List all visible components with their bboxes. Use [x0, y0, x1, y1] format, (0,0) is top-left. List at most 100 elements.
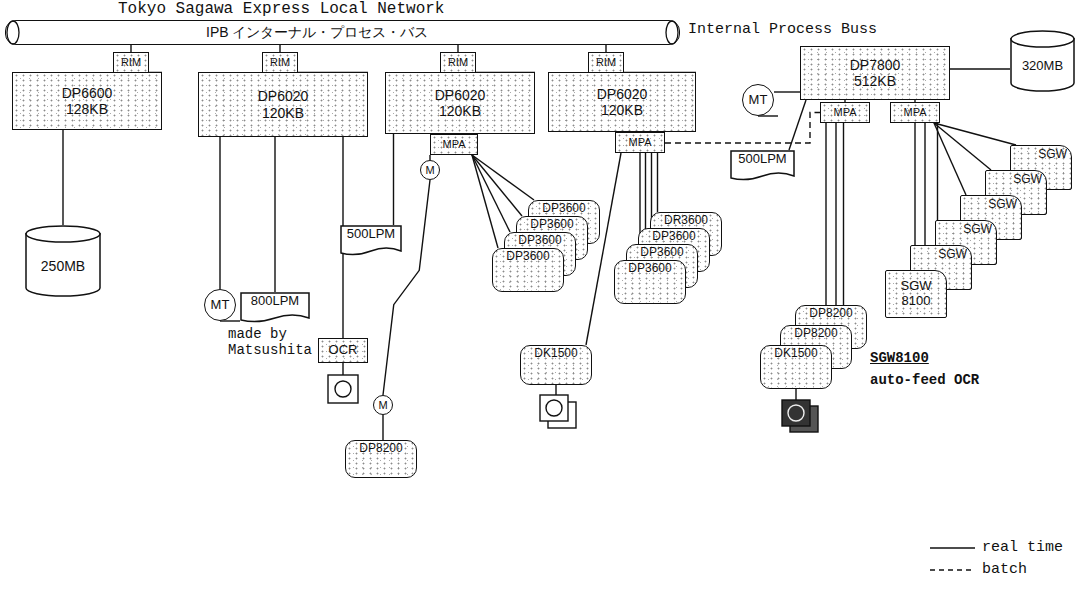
realtime-link: [472, 155, 498, 248]
ocr-reader-icon: [328, 363, 358, 403]
node-label: MT: [749, 93, 768, 108]
node-label: MPA: [628, 136, 651, 149]
device-circle: MT: [204, 289, 236, 321]
node-label: SGW: [1013, 173, 1042, 187]
node-label: 800LPM: [251, 294, 299, 309]
node-label: SGW: [1038, 148, 1067, 162]
node-label: DR3600: [664, 214, 708, 226]
model-name: SGW8100: [870, 350, 929, 366]
computer-box: DP6020 120KB: [385, 72, 535, 134]
node-label: M: [425, 164, 434, 177]
node-label: RIM: [121, 56, 141, 69]
node-label: DP8200: [359, 442, 402, 454]
realtime-link: [657, 153, 658, 212]
computer-box: MPA: [430, 134, 478, 155]
bus-name: Internal Process Buss: [688, 21, 877, 38]
terminal-display: DK1500: [760, 345, 832, 389]
legend-text: real time: [982, 539, 1063, 556]
node-label: DK1500: [534, 347, 577, 359]
node-label: RIM: [270, 56, 290, 69]
computer-box: RIM: [262, 52, 298, 73]
process-bus: IPB インターナル・プロセス・バス: [5, 20, 680, 45]
node-label: DP3600: [652, 230, 695, 242]
ocr-reader-icon: [540, 385, 576, 428]
node-label: IPB インターナル・プロセス・バス: [206, 24, 428, 40]
node-label: DP6020 120KB: [591, 86, 653, 118]
realtime-link: [279, 45, 280, 52]
device-note: auto-feed OCR: [870, 372, 979, 388]
legend-samples: [930, 548, 975, 570]
disk-drive: 250MB: [25, 225, 101, 297]
terminal-display: DK1500: [520, 345, 592, 385]
node-label: DP3600: [518, 234, 561, 246]
device-circle: M: [420, 160, 440, 180]
realtime-link: [383, 180, 430, 395]
diagram-title: Tokyo Sagawa Express Local Network: [118, 0, 444, 18]
node-label: DP6020 120KB: [252, 88, 314, 120]
node-label: MPA: [833, 106, 856, 119]
realtime-link: [605, 45, 606, 52]
realtime-link: [937, 123, 938, 220]
computer-box: RIM: [440, 52, 476, 73]
realtime-link: [789, 100, 806, 150]
realtime-link: [950, 68, 1010, 69]
realtime-link: [934, 123, 966, 195]
realtime-link: [130, 45, 131, 52]
node-label: DP6020 120KB: [429, 87, 491, 119]
node-label: RIM: [448, 56, 468, 69]
computer-box: RIM: [588, 52, 624, 73]
node-label: DP3600: [628, 262, 671, 274]
terminal-display: DP8200: [345, 440, 417, 478]
node-label: DP8200: [809, 307, 852, 319]
node-label: DP3600: [640, 246, 683, 258]
node-label: DP3600: [506, 250, 549, 262]
computer-box: MPA: [615, 132, 665, 153]
computer-box: DP7800 512KB: [800, 46, 950, 100]
disk-drive: 320MB: [1010, 30, 1075, 92]
realtime-link: [393, 134, 394, 225]
node-label: M: [378, 399, 387, 412]
node-label: DP3600: [530, 218, 573, 230]
device-circle: M: [373, 395, 393, 415]
node-label: SGW: [988, 198, 1017, 212]
node-label: DK1500: [774, 347, 817, 359]
computer-box: MPA: [820, 102, 870, 123]
node-label: RIM: [596, 56, 616, 69]
node-label: DP8200: [794, 327, 837, 339]
tape-tail: [220, 116, 778, 321]
line-printer: 500LPM: [340, 225, 402, 258]
node-label: DP6600 128KB: [56, 85, 118, 117]
computer-box: DP6020 120KB: [198, 72, 368, 137]
node-label: DP3600: [542, 202, 585, 214]
node-label: 320MB: [1022, 59, 1063, 74]
node-label: MPA: [903, 106, 926, 119]
node-label: DP7800 512KB: [844, 57, 906, 89]
ocr-terminal: SGW 8100: [885, 270, 947, 318]
node-label: SGW 8100: [894, 279, 938, 309]
computer-box: RIM: [113, 52, 149, 73]
node-label: MT: [211, 298, 230, 313]
node-label: 500LPM: [347, 227, 395, 242]
realtime-link: [382, 415, 383, 440]
terminal-display: DP3600: [492, 248, 564, 292]
node-label: MPA: [442, 138, 465, 151]
ocr-reader-icon: [782, 389, 818, 432]
realtime-link: [843, 123, 844, 305]
maker-note: made by Matsushita: [228, 326, 314, 358]
realtime-link: [774, 91, 800, 92]
node-label: SGW: [938, 248, 967, 262]
realtime-link: [219, 137, 220, 289]
computer-box: MPA: [890, 102, 940, 123]
computer-box: DP6600 128KB: [12, 72, 162, 130]
realtime-link: [924, 123, 925, 245]
legend-text: batch: [982, 561, 1027, 578]
line-printer: 500LPM: [730, 150, 795, 183]
device-circle: MT: [742, 84, 774, 116]
computer-box: OCR: [318, 338, 368, 363]
realtime-link: [274, 137, 275, 292]
realtime-link: [934, 123, 991, 170]
node-label: 250MB: [41, 258, 85, 274]
realtime-link: [835, 123, 836, 325]
terminal-display: DP3600: [614, 260, 686, 304]
